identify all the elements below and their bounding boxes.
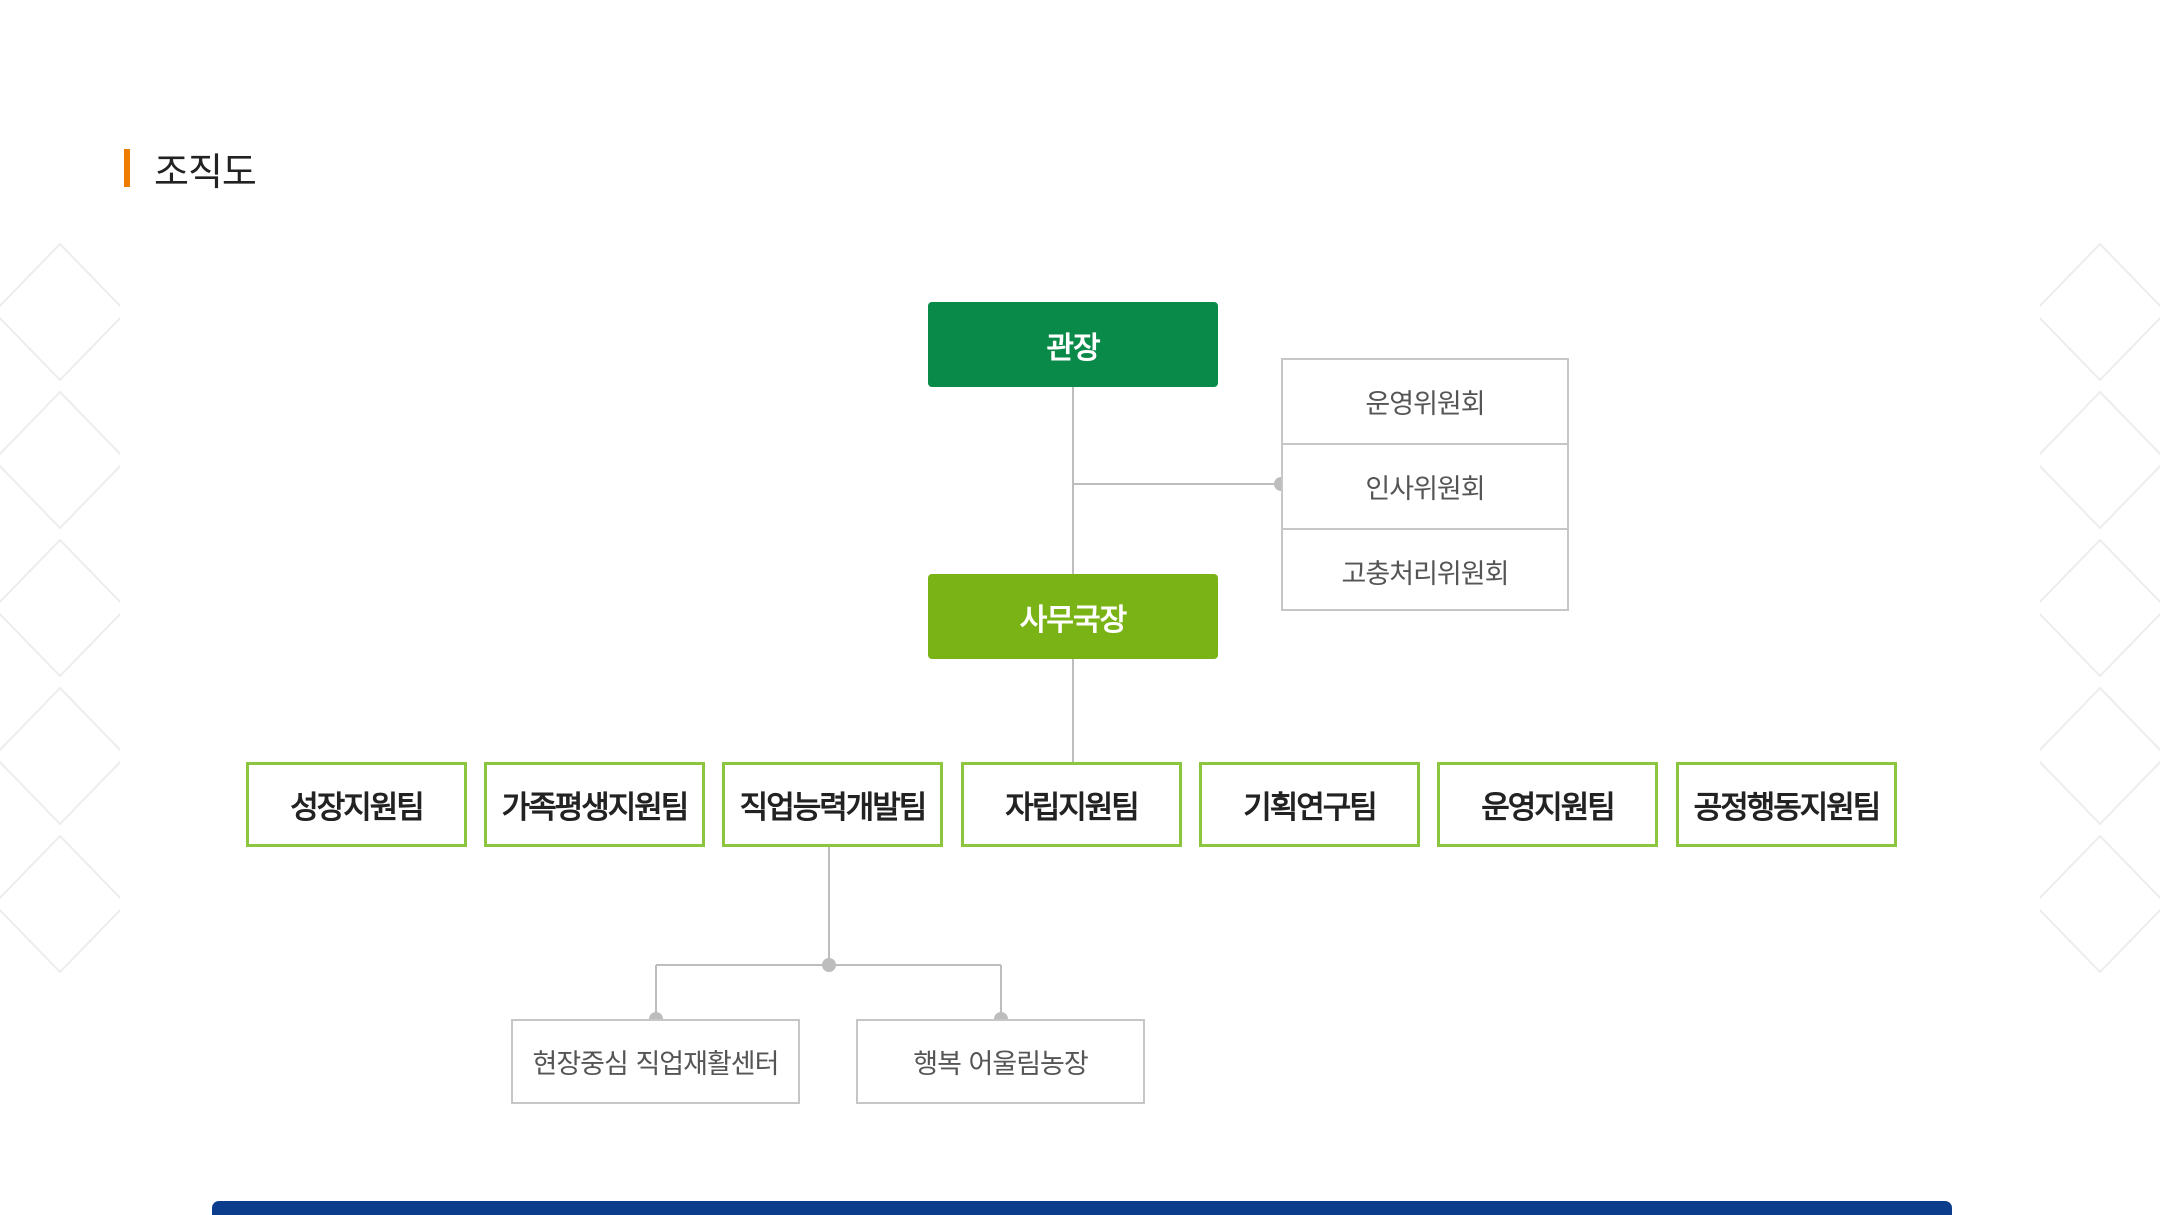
- diamond-pattern-right: [2040, 240, 2160, 980]
- sub-unit-vocational-center: 현장중심 직업재활센터: [511, 1019, 800, 1104]
- director-box: 관장: [928, 302, 1218, 387]
- team-planning-research: 기획연구팀: [1199, 762, 1420, 847]
- team-operations-support: 운영지원팀: [1437, 762, 1658, 847]
- section-heading: 조직도: [124, 148, 257, 194]
- team-vocational-development: 직업능력개발팀: [722, 762, 943, 847]
- committee-grievance: 고충처리위원회: [1283, 528, 1567, 613]
- committee-personnel: 인사위원회: [1283, 443, 1567, 528]
- team-growth-support: 성장지원팀: [246, 762, 467, 847]
- team-positive-behavior: 공정행동지원팀: [1676, 762, 1897, 847]
- committee-operations: 운영위원회: [1365, 389, 1485, 420]
- team-family-lifelong: 가족평생지원팀: [484, 762, 705, 847]
- secretary-general-box: 사무국장: [928, 574, 1218, 659]
- diamond-pattern-left: [0, 240, 120, 980]
- footer-bar: [212, 1201, 1952, 1215]
- title-accent-bar: [124, 149, 130, 187]
- team-independence-support: 자립지원팀: [961, 762, 1182, 847]
- page-title: 조직도: [154, 149, 257, 194]
- committee-group: 운영위원회 인사위원회 고충처리위원회: [1281, 358, 1569, 611]
- sub-unit-farm: 행복 어울림농장: [856, 1019, 1145, 1104]
- connector-dot: [822, 958, 836, 972]
